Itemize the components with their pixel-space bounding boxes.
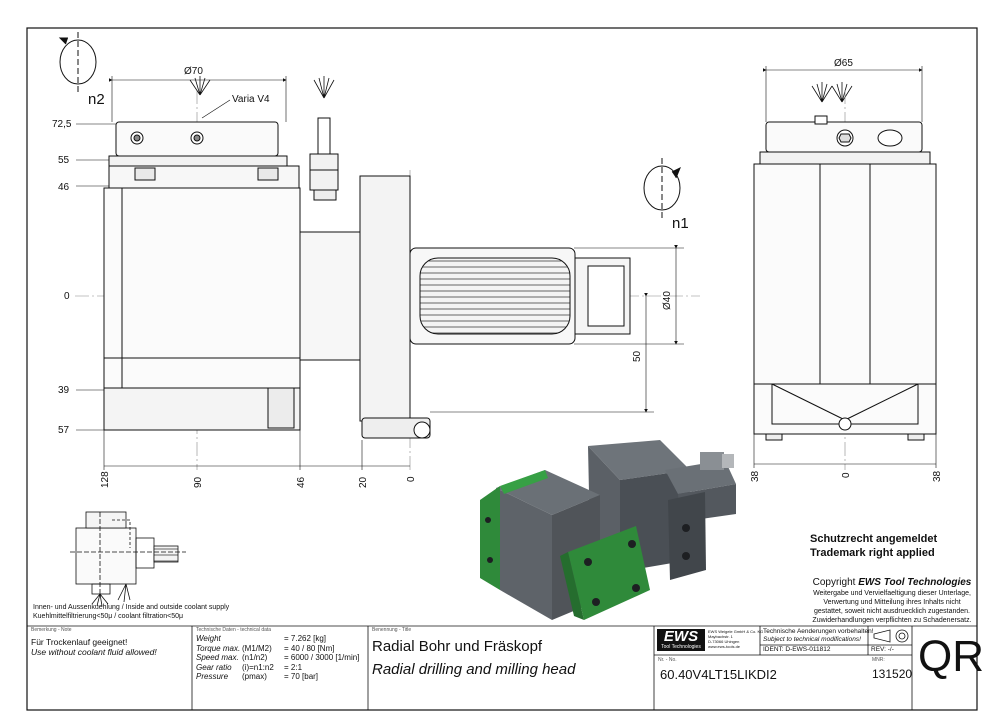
coolant-schematic <box>70 511 186 607</box>
tech-label: Weight <box>196 634 221 643</box>
logo-subtext: Tool Technologies <box>661 644 701 650</box>
dim-shaft-diameter: Ø40 <box>662 291 673 310</box>
dim-h-0: 0 <box>406 476 417 482</box>
copyright-brand: EWS Tool Technologies <box>858 577 972 588</box>
tech-value: = 6000 / 3000 [1/min] <box>284 653 360 663</box>
title-name-block: Benennung - Title Radial Bohr und Fräsko… <box>372 627 652 678</box>
dim-side-38-right: 38 <box>932 470 943 482</box>
remark-block: Bemerkung - Note Für Trockenlauf geeigne… <box>31 627 189 657</box>
mnr-caption: MNR: <box>872 657 885 663</box>
remark-de: Für Trockenlauf geeignet! <box>31 637 128 647</box>
remark-en: Use without coolant fluid allowed! <box>31 647 157 657</box>
dim-v-46: 46 <box>58 182 70 193</box>
rotation-arrow-icon <box>58 32 681 220</box>
trademark-note: Schutzrecht angemeldet Trademark right a… <box>810 532 937 560</box>
front-dimension-lines <box>76 76 684 470</box>
changes-en: Subject to technical modifications! <box>763 636 861 643</box>
tech-param: (pmax) <box>242 672 267 682</box>
side-dimension-lines <box>753 66 937 468</box>
tech-row: Gear ratio (i)=n1:n2 = 2:1 <box>196 663 366 673</box>
trademark-line-en: Trademark right applied <box>810 547 935 559</box>
dim-diameter-65: Ø65 <box>834 58 853 69</box>
tech-row: Weight = 7.262 [kg] <box>196 634 366 644</box>
dim-v-55: 55 <box>58 155 70 166</box>
dim-h-46: 46 <box>296 476 307 488</box>
dim-diameter-70: Ø70 <box>184 66 203 77</box>
spindle-n1-label: n1 <box>672 215 689 232</box>
tech-label: Speed max. <box>196 653 239 663</box>
title-en: Radial drilling and milling head <box>372 661 576 678</box>
title-de: Radial Bohr und Fräskopf <box>372 638 543 655</box>
dim-v-72-5: 72,5 <box>52 119 72 130</box>
company-logo: EWS Tool Technologies <box>657 629 705 651</box>
copyright-prefix: Copyright <box>812 577 859 588</box>
tech-row: Torque max.(M1/M2) = 40 / 80 [Nm] <box>196 644 366 654</box>
address-line: Maybachstr. 1 <box>708 634 733 639</box>
isometric-render <box>480 440 736 620</box>
changes-de: Technische Aenderungen vorbehalten! <box>763 628 874 635</box>
copyright-line2: Verwertung und Mitteilung ihres Inhalts … <box>823 599 961 606</box>
tech-value: = 2:1 <box>284 662 303 672</box>
qr-label: QR <box>918 632 984 681</box>
logo-text: EWS <box>663 628 699 645</box>
coolant-note-line1: Innen- und Aussenkuehlung / Inside and o… <box>33 604 230 611</box>
dim-h-128: 128 <box>100 471 111 488</box>
coolant-variant-label: Varia V4 <box>232 94 270 105</box>
address-line: D-73066 Uhingen <box>708 639 740 644</box>
side-view <box>753 90 937 470</box>
tech-label: Torque max. <box>196 643 241 653</box>
name-caption: Benennung - Title <box>372 627 412 633</box>
part-number: 60.40V4LT15LIKDI2 <box>660 667 777 682</box>
projection-symbol-icon <box>873 629 909 643</box>
dim-shaft-offset: 50 <box>632 350 643 362</box>
dim-side-38-left: 38 <box>750 470 761 482</box>
mnr-number: 131520 <box>872 667 913 681</box>
tech-row: Speed max.(n1/n2) = 6000 / 3000 [1/min] <box>196 653 366 663</box>
coolant-note-line2: Kuehlmittelfiltrierung<50μ / coolant fil… <box>33 613 184 620</box>
tech-data-block: Technische Daten - technical data Weight… <box>196 627 366 682</box>
dim-v-39: 39 <box>58 385 70 396</box>
tech-caption: Technische Daten - technical data <box>196 627 272 633</box>
tech-param <box>242 634 284 644</box>
trademark-line-de: Schutzrecht angemeldet <box>810 533 938 545</box>
rev-field: REV: -/- <box>871 646 894 653</box>
tech-value: = 40 / 80 [Nm] <box>284 643 335 653</box>
copyright-line1: Weitergabe und Vervielfaeltigung dieser … <box>813 590 971 597</box>
tech-param: (i)=n1:n2 <box>242 662 274 672</box>
address-line: EWS Weigele GmbH & Co. KG <box>708 629 764 634</box>
tech-row: Pressure (pmax) = 70 [bar] <box>196 672 366 682</box>
changes-note: Technische Aenderungen vorbehalten! Subj… <box>763 628 874 644</box>
ident-field: IDENT: D-EWS-011812 <box>763 646 831 653</box>
sheet-border <box>26 27 978 711</box>
copyright-note: Copyright EWS Tool Technologies Weiterga… <box>812 577 972 625</box>
tech-param: (n1/n2) <box>242 653 268 663</box>
tech-label: Gear ratio <box>196 662 232 672</box>
tech-param: (M1/M2) <box>242 643 272 653</box>
coolant-note: Innen- und Aussenkuehlung / Inside and o… <box>33 603 229 621</box>
copyright-line3: gestattet, soweit nicht ausdruecklich zu… <box>813 608 971 615</box>
tech-value: = 7.262 [kg] <box>284 634 327 643</box>
dim-h-20: 20 <box>358 476 369 488</box>
number-caption: Nr. - No. <box>658 657 677 663</box>
dim-v-57: 57 <box>58 425 70 436</box>
tech-value: = 70 [bar] <box>284 672 319 682</box>
tech-label: Pressure <box>196 672 229 682</box>
address-line: www.ews-tools.de <box>708 644 741 649</box>
dim-side-0: 0 <box>841 472 852 478</box>
front-view <box>75 90 700 470</box>
dim-v-0: 0 <box>64 291 70 302</box>
coolant-spray-icon <box>189 76 853 103</box>
title-block-grid <box>27 625 977 710</box>
remark-caption: Bemerkung - Note <box>31 627 72 633</box>
copyright-line4: Zuwiderhandlungen verpflichten zu Schade… <box>812 617 972 624</box>
spindle-n2-label: n2 <box>88 91 105 108</box>
company-address: EWS Weigele GmbH & Co. KG Maybachstr. 1 … <box>708 629 763 649</box>
dim-h-90: 90 <box>193 476 204 488</box>
